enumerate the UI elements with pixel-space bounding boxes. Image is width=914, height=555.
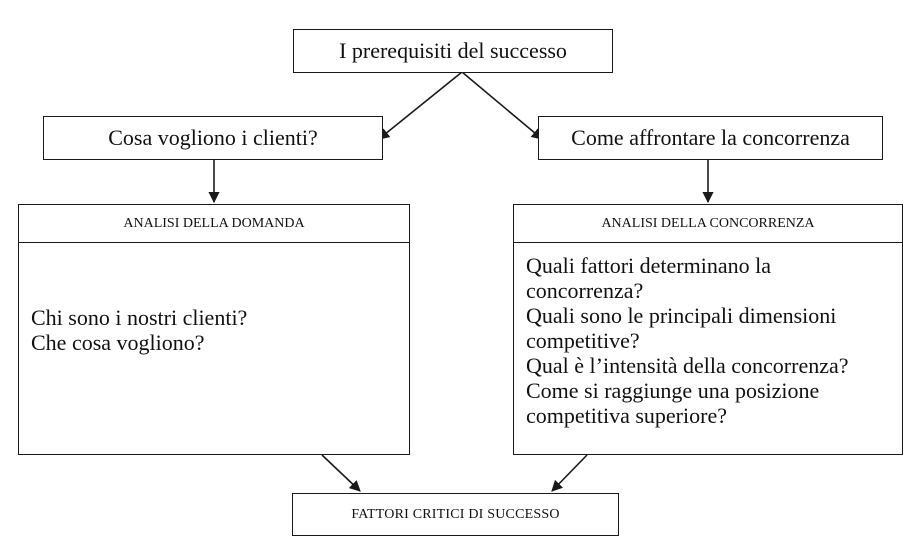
arrow-root-to-right-question: [461, 71, 543, 140]
competition-question-line: Quali sono le principali dimensioni: [526, 303, 837, 328]
competition-question-line: competitiva superiore?: [526, 403, 727, 428]
root-node-label: I prerequisiti del successo: [339, 38, 567, 63]
left-question-node: Cosa vogliono i clienti?: [43, 116, 383, 160]
right-question-node: Come affrontare la concorrenza: [538, 116, 883, 160]
competition-analysis-title: ANALISI DELLA CONCORRENZA: [514, 205, 902, 243]
critical-success-factors-node: FATTORI CRITICI DI SUCCESSO: [292, 493, 619, 536]
left-question-label: Cosa vogliono i clienti?: [108, 125, 318, 150]
competition-analysis-questions: Quali fattori determinano la concorrenza…: [526, 253, 894, 428]
demand-analysis-panel: ANALISI DELLA DOMANDA Chi sono i nostri …: [18, 204, 410, 455]
demand-analysis-title: ANALISI DELLA DOMANDA: [19, 205, 409, 243]
competition-question-line: Come si raggiunge una posizione: [526, 378, 820, 403]
arrow-demand-to-bottom: [321, 454, 361, 492]
demand-question-line: Chi sono i nostri clienti?: [31, 305, 248, 330]
competition-analysis-panel: ANALISI DELLA CONCORRENZA Quali fattori …: [513, 204, 903, 455]
competition-question-line: competitive?: [526, 328, 640, 353]
demand-question-line: Che cosa vogliono?: [31, 330, 205, 355]
right-question-label: Come affrontare la concorrenza: [571, 125, 850, 150]
root-node: I prerequisiti del successo: [293, 29, 613, 73]
competition-question-line: concorrenza?: [526, 278, 644, 303]
critical-success-factors-label: FATTORI CRITICI DI SUCCESSO: [351, 506, 560, 522]
competition-question-line: Qual è l’intensità della concorrenza?: [526, 353, 849, 378]
demand-analysis-questions: Chi sono i nostri clienti? Che cosa vogl…: [31, 305, 401, 355]
arrow-competition-to-bottom: [551, 454, 588, 492]
arrow-root-to-left-question: [378, 71, 463, 140]
competition-question-line: Quali fattori determinano la: [526, 253, 771, 278]
